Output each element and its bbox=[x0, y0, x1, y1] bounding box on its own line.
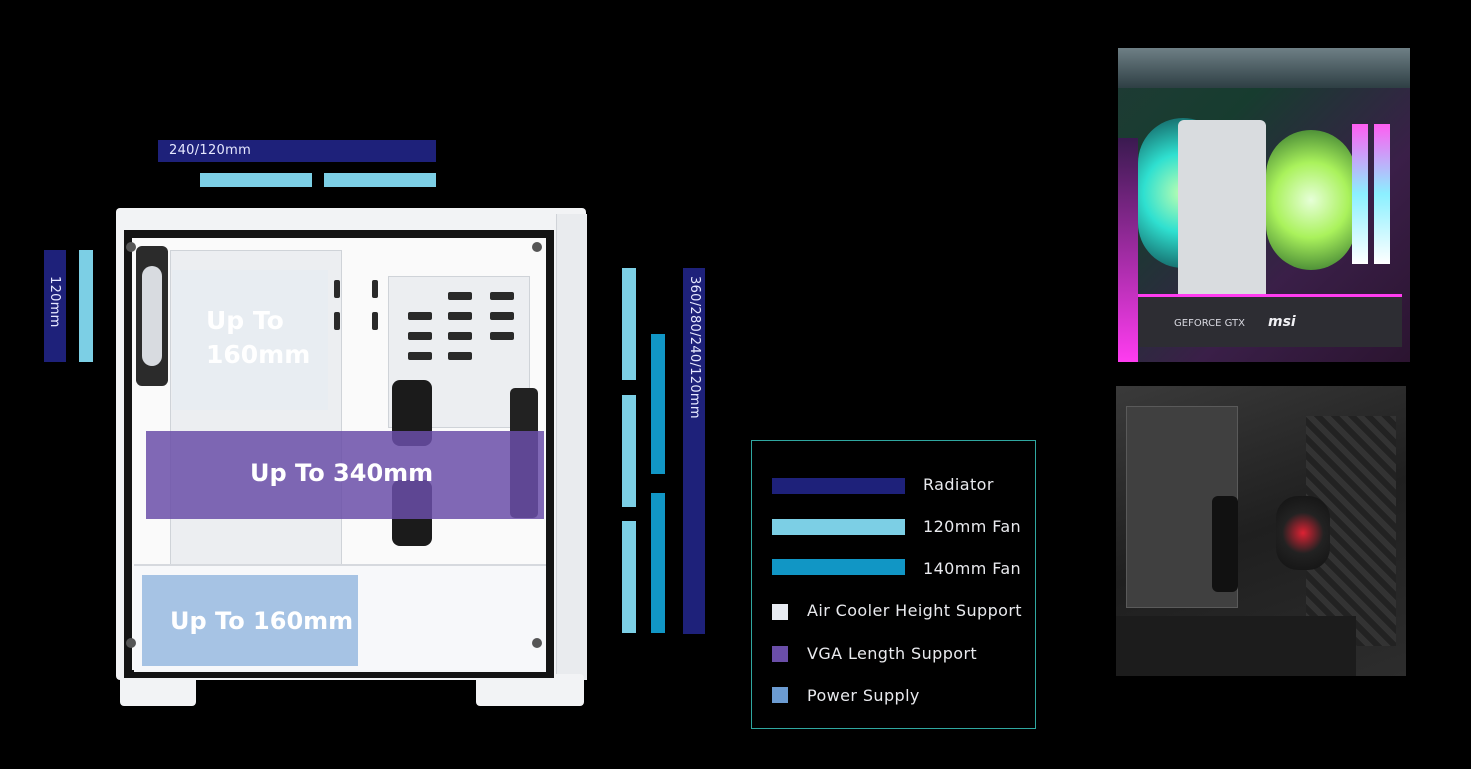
front-fan120-bar-3 bbox=[622, 521, 636, 633]
legend-air-cooler-swatch bbox=[772, 604, 788, 620]
front-radiator-bar: 360/280/240/120mm bbox=[683, 268, 705, 634]
legend-fan120-label: 120mm Fan bbox=[923, 517, 1022, 536]
legend-radiator-swatch bbox=[772, 478, 905, 494]
vent-slot bbox=[372, 312, 378, 330]
rear-radiator-label: 120mm bbox=[47, 276, 62, 328]
vent-slot bbox=[490, 312, 514, 320]
legend-psu-label: Power Supply bbox=[807, 686, 920, 705]
gpu-text-left: GEFORCE GTX bbox=[1174, 318, 1245, 329]
screw-icon bbox=[126, 638, 136, 648]
vga-overlay bbox=[146, 431, 544, 519]
grommet-photo bbox=[1212, 496, 1238, 592]
screw-icon bbox=[532, 242, 542, 252]
case-foot-left bbox=[120, 674, 196, 706]
vent-slot bbox=[408, 352, 432, 360]
fan-rgb-icon bbox=[1266, 130, 1356, 270]
top-radiator-label: 240/120mm bbox=[169, 143, 252, 158]
vent-slot bbox=[490, 332, 514, 340]
vent-slot bbox=[448, 332, 472, 340]
vent-slot bbox=[408, 332, 432, 340]
air-cooler-overlay bbox=[172, 270, 328, 410]
gpu-card bbox=[1132, 294, 1402, 347]
legend-fan120-swatch bbox=[772, 519, 905, 535]
rear-radiator-bar: 120mm bbox=[44, 250, 66, 362]
ram-stick bbox=[1352, 124, 1368, 264]
top-fan-bar-1 bbox=[200, 173, 312, 187]
vent-slot bbox=[334, 312, 340, 330]
rear-fan-bar bbox=[79, 250, 93, 362]
front-panel bbox=[556, 214, 587, 680]
legend-fan140-label: 140mm Fan bbox=[923, 559, 1022, 578]
case-interior-photo bbox=[1116, 386, 1406, 676]
case-illustration: Up To 160mm Up To 340mm Up To 160mm bbox=[108, 208, 588, 708]
legend-radiator-label: Radiator bbox=[923, 475, 994, 494]
legend-air-cooler-label: Air Cooler Height Support bbox=[807, 601, 1022, 620]
fan-photo-icon bbox=[1276, 496, 1330, 570]
floor-photo bbox=[1116, 616, 1356, 676]
vent-slot bbox=[372, 280, 378, 298]
legend-psu-swatch bbox=[772, 687, 788, 703]
case-foot-right bbox=[476, 674, 584, 706]
rear-fan-icon bbox=[136, 246, 168, 386]
front-fan120-bar-1 bbox=[622, 268, 636, 380]
legend: Radiator 120mm Fan 140mm Fan Air Cooler … bbox=[751, 440, 1036, 729]
front-radiator-label: 360/280/240/120mm bbox=[687, 276, 702, 419]
vent-slot bbox=[408, 312, 432, 320]
psu-overlay bbox=[142, 575, 358, 666]
glass-top bbox=[1118, 48, 1410, 88]
front-fan120-bar-2 bbox=[622, 395, 636, 507]
legend-vga-label: VGA Length Support bbox=[807, 644, 978, 663]
rgb-strip bbox=[1118, 138, 1138, 362]
vga-text: Up To 340mm bbox=[250, 459, 434, 487]
vent-slot bbox=[448, 312, 472, 320]
screw-icon bbox=[126, 242, 136, 252]
vent-slot bbox=[490, 292, 514, 300]
vent-slot bbox=[448, 292, 472, 300]
front-fan140-bar-1 bbox=[651, 334, 665, 474]
front-fan140-bar-2 bbox=[651, 493, 665, 633]
legend-vga-swatch bbox=[772, 646, 788, 662]
ram-stick bbox=[1374, 124, 1390, 264]
air-cooler-text: Up To 160mm bbox=[206, 306, 311, 369]
vent-slot bbox=[334, 280, 340, 298]
psu-text: Up To 160mm bbox=[170, 607, 354, 635]
top-fan-bar-2 bbox=[324, 173, 436, 187]
top-radiator-bar: 240/120mm bbox=[158, 140, 436, 162]
gpu-text-right: msi bbox=[1268, 314, 1296, 330]
legend-fan140-swatch bbox=[772, 559, 905, 575]
vent-slot bbox=[448, 352, 472, 360]
screw-icon bbox=[532, 638, 542, 648]
cpu-cooler-block bbox=[1178, 120, 1266, 320]
rgb-build-photo: GEFORCE GTX msi bbox=[1118, 48, 1410, 362]
